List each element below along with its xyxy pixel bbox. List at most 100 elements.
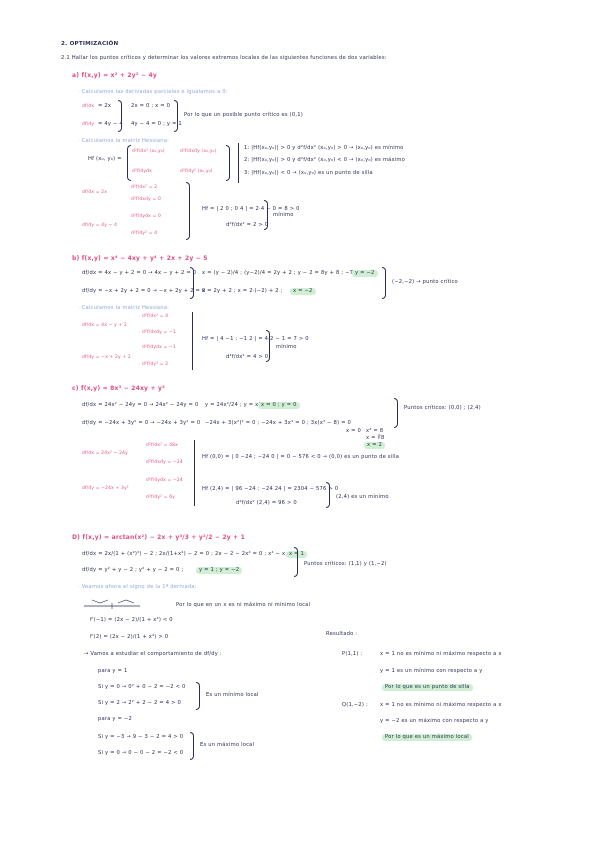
part-d-step: · Veamos ahora el signo de la 1ª derivad… bbox=[78, 584, 197, 590]
brace bbox=[196, 682, 200, 710]
part-a-d2: df/dy = 4y − 4 bbox=[82, 223, 118, 228]
part-a-fy: = 4y − 4 bbox=[98, 121, 123, 127]
part-d-fp2: f'(2) = (2x − 2)/(1 + x⁴) > 0 bbox=[90, 634, 169, 640]
part-d-heading: D) f(x,y) = arctan(x²) − 2x + y³/3 + y²/… bbox=[72, 534, 246, 541]
part-a-step1: · Calculamos las derivadas parciales e i… bbox=[78, 89, 228, 95]
part-d-s4: Si y = 0 → 0 − 0 − 2 = −2 < 0 bbox=[98, 750, 184, 756]
part-b-l2: df/dy = −x + 2y + 2 = 0 → −x + 2y + 2 = … bbox=[82, 288, 206, 294]
part-c-result: (2,4) es un mínimo bbox=[336, 494, 389, 500]
part-d-l2: df/dy = y² + y − 2 ; y² + y − 2 = 0 ; bbox=[82, 567, 184, 573]
part-b-m2: df/dy = −x + 2y + 2 bbox=[82, 355, 131, 360]
part-d-p2-conclusion: Por lo que es un máximo local bbox=[382, 734, 472, 741]
part-c-l2c: x = 0 bbox=[346, 428, 362, 434]
part-c-heading: c) f(x,y) = 8x³ − 24xy + y³ bbox=[72, 385, 165, 392]
part-b-hf2: d²f/dx² = 4 > 0 bbox=[226, 354, 269, 360]
part-b-step: · Calculamos la matriz Hessiana: bbox=[78, 305, 170, 311]
divider bbox=[238, 143, 239, 183]
part-c-points: Puntos críticos: (0,0) ; (2,4) bbox=[404, 405, 481, 411]
part-c-m1a: d²f/dx² = 48x bbox=[146, 443, 178, 448]
hessian-h12: d²f/dxdy (x₀,y₀) bbox=[180, 149, 217, 154]
part-c-m2a: d²f/dydx = −24 bbox=[146, 478, 183, 483]
part-c-m1b: d²f/dxdy = −24 bbox=[146, 460, 183, 465]
part-c-m2b: d²f/dy² = 6y bbox=[146, 495, 175, 500]
brace bbox=[190, 732, 194, 760]
part-c-hf3: d²f/dx² (2,4) = 96 > 0 bbox=[236, 500, 297, 506]
part-d-p2b: y = −2 es un máximo con respecto a y bbox=[380, 718, 489, 724]
part-c-l2: df/dy = −24x + 3y² = 0 → −24x + 3y² = 0 bbox=[82, 420, 201, 426]
hessian-h22: d²f/dy² (x₀,y₀) bbox=[180, 169, 213, 174]
part-d-result-title: Resultado : bbox=[326, 631, 358, 637]
part-c-zero-highlight: x = 0 ; y = 0 bbox=[258, 402, 300, 409]
part-c-l1b: y = 24x²/24 ; y = x² bbox=[205, 402, 261, 408]
part-a-d1: df/dx = 2x bbox=[82, 190, 108, 195]
part-b-m2b: d²f/dy² = 2 bbox=[142, 362, 169, 367]
divider bbox=[192, 312, 193, 370]
part-d-y-highlight: y = 1 ; y = −2 bbox=[196, 567, 243, 574]
part-b-heading: b) f(x,y) = x⁴ − 4xy + y⁴ + 2x + 2y − 5 bbox=[72, 255, 208, 262]
part-b-l2b: x = 2y + 2 ; x = 2·(−2) + 2 ; bbox=[202, 288, 283, 294]
part-c-l2b: −24x + 3(x²)² = 0 ; −24x + 3x⁴ = 0 ; 3x(… bbox=[205, 420, 351, 426]
part-a-hf2: d²f/dx² = 2 > 0 bbox=[226, 222, 269, 228]
part-d-para2: para y = −2 bbox=[98, 716, 132, 722]
hessian-label: Hf (x₀, y₀) = bbox=[88, 156, 122, 162]
part-a-result: mínimo bbox=[273, 212, 294, 218]
part-a-eq2: 4y − 4 = 0 ; y = 1 bbox=[131, 121, 182, 127]
part-a-d2b: d²f/dy² = 4 bbox=[131, 231, 158, 236]
part-b-l1b: x = (y − 2)/4 ; (y−2)/4 = 2y + 2 ; y − 2… bbox=[202, 270, 376, 276]
part-d-r2: Es un máximo local bbox=[200, 742, 255, 748]
part-b-m1: df/dx = 4x − y + 2 bbox=[82, 323, 127, 328]
hessian-h21: d²f/dydx bbox=[132, 169, 152, 174]
criterion-3: 3: |Hf(x₀,y₀)| < 0 → (x₀,y₀) es un punto… bbox=[244, 170, 373, 176]
part-b-hf: Hf = | 4 −1 ; −1 2 | = 4·2 − 1 = 7 > 0 bbox=[202, 336, 309, 342]
exercise-intro: 2.1 Hallar los puntos críticos y determi… bbox=[61, 55, 387, 61]
part-c-hf2: Hf (2,4) = | 96 −24 ; −24 24 | = 2304 − … bbox=[202, 486, 339, 492]
part-c-x-highlight: x = 2 bbox=[364, 442, 386, 449]
part-b-m2a: d²f/dydx = −1 bbox=[142, 345, 176, 350]
part-c-l2d: x³ = 8 bbox=[366, 428, 384, 434]
page-title: 2. OPTIMIZACIÓN bbox=[61, 41, 119, 47]
hessian-h11: d²f/dx² (x₀,y₀) bbox=[132, 149, 165, 154]
part-d-s2: Si y = 2 → 2² + 2 − 2 = 4 > 0 bbox=[98, 700, 182, 706]
part-d-s3: Si y = −3 → 9 − 3 − 2 = 4 > 0 bbox=[98, 734, 184, 740]
part-c-m2: df/dy = −24x + 3y² bbox=[82, 486, 129, 491]
part-a-eq1: 2x = 0 ; x = 0 bbox=[131, 103, 171, 109]
part-a-fy-label: df/dy bbox=[82, 122, 95, 127]
part-d-sign-note: Por lo que en un x es ni máximo ni mínim… bbox=[176, 602, 311, 608]
part-d-r1: Es un mínimo local bbox=[206, 692, 259, 698]
part-b-x-highlight: x = −2 bbox=[290, 288, 316, 295]
part-a-conclusion1: Por lo que un posible punto crítico es (… bbox=[184, 112, 303, 118]
part-a-step2: · Calculamos la matriz Hessiana: bbox=[78, 138, 170, 144]
part-a-fx-label: df/dx bbox=[82, 104, 95, 109]
part-b-m1a: d²f/dx² = 4 bbox=[142, 314, 169, 319]
part-d-s1: Si y = 0 → 0² + 0 − 2 = −2 < 0 bbox=[98, 684, 186, 690]
matrix-bracket bbox=[127, 145, 131, 181]
part-a-d1b: d²f/dxdy = 0 bbox=[131, 197, 162, 202]
part-b-m1b: d²f/dxdy = −1 bbox=[142, 330, 176, 335]
part-d-p1-conclusion: Por lo que es un punto de silla bbox=[382, 684, 473, 691]
part-c-hf1: Hf (0,0) = | 0 −24 ; −24 0 | = 0 − 576 <… bbox=[202, 454, 400, 460]
part-d-l1: df/dx = 2x/(1 + (x²)²) − 2 ; 2x/(1+x⁴) −… bbox=[82, 551, 301, 557]
part-d-para1: para y = 1 bbox=[98, 668, 128, 674]
part-d-points: Puntos críticos: (1,1) y (1,−2) bbox=[304, 561, 387, 567]
criterion-1: 1: |Hf(x₀,y₀)| > 0 y d²f/dx² (x₀,y₀) > 0… bbox=[244, 145, 404, 151]
part-c-l2e: x = ∛8 bbox=[366, 435, 385, 441]
part-b-result: mínimo bbox=[276, 344, 297, 350]
part-d-p2: Q(1,−2) : bbox=[342, 702, 368, 708]
part-a-d1a: d²f/dx² = 2 bbox=[131, 185, 158, 190]
part-c-m1: df/dx = 24x² − 24y bbox=[82, 451, 128, 456]
part-d-p1b: y = 1 es un mínimo con respecto a y bbox=[380, 668, 483, 674]
part-d-study: → Vamos a estudiar el comportamiento de … bbox=[84, 651, 222, 657]
part-a-hf: Hf = | 2 0 ; 0 4 | = 2·4 − 0 = 8 > 0 bbox=[202, 206, 300, 212]
divider bbox=[194, 440, 195, 506]
part-b-critical: (−2,−2) → punto crítico bbox=[392, 279, 458, 285]
criterion-2: 2: |Hf(x₀,y₀)| > 0 y d²f/dx² (x₀,y₀) < 0… bbox=[244, 157, 406, 163]
part-d-fp1: f'(−1) = (2x − 2)/(1 + x⁴) < 0 bbox=[90, 617, 173, 623]
part-d-x-highlight: x = 1 bbox=[286, 551, 308, 558]
part-b-y-highlight: y = −2 bbox=[352, 270, 378, 277]
part-d-p1: P(1,1) : bbox=[342, 651, 363, 657]
part-b-l1: df/dx = 4x − y + 2 = 0 → 4x − y + 2 = 0 bbox=[82, 270, 197, 276]
part-a-heading: a) f(x,y) = x² + 2y² − 4y bbox=[72, 72, 157, 79]
part-a-d2a: d²f/dydx = 0 bbox=[131, 214, 162, 219]
